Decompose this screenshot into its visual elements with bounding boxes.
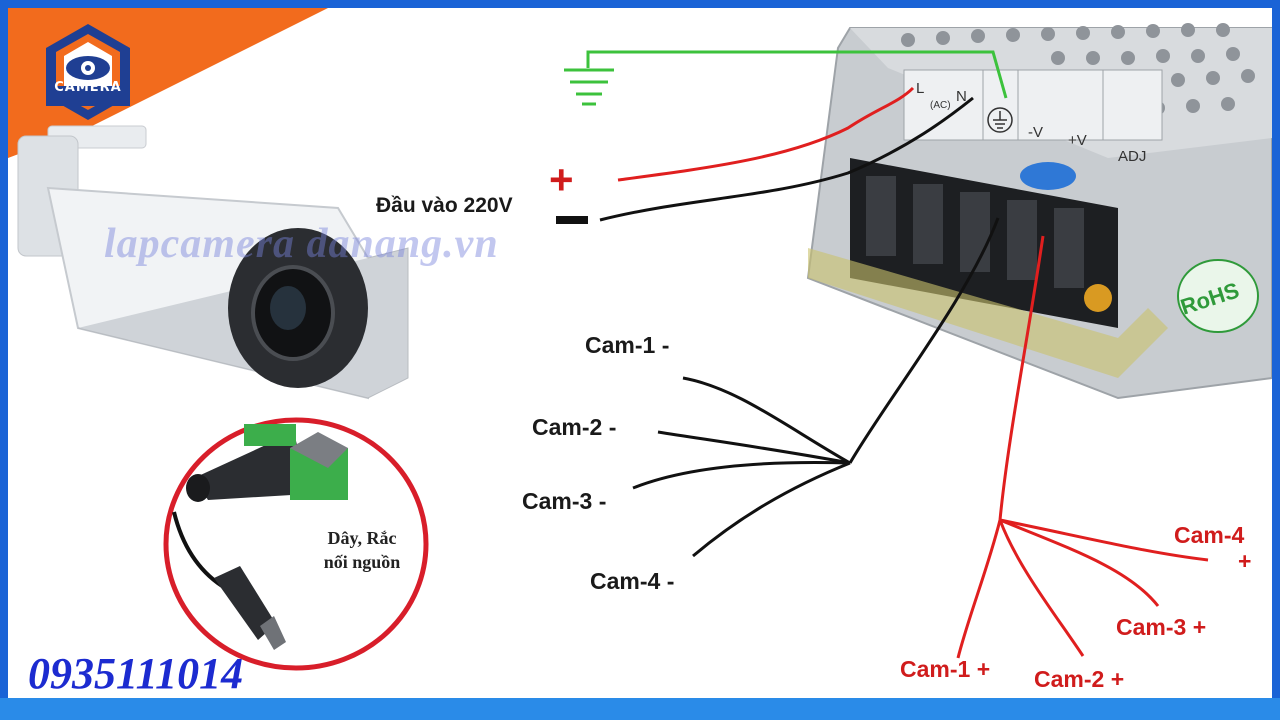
pos-label-cam-2: Cam-2 + xyxy=(1034,666,1125,692)
terminal-pos-v: +V xyxy=(1068,132,1087,149)
bullet-camera-illustration xyxy=(17,125,409,400)
terminal-adj: ADJ xyxy=(1118,148,1147,165)
wiring-diagram xyxy=(8,8,1272,671)
input-voltage-label: Đầu vào 220V xyxy=(376,194,513,217)
terminal-ac: (AC) xyxy=(930,100,951,111)
pos-label-cam-4-plus: + xyxy=(1238,548,1252,574)
input-minus-sign xyxy=(556,216,588,224)
connector-note-line-2: nối nguồn xyxy=(323,552,401,572)
brand-logo: CAMERA xyxy=(38,22,138,122)
power-supply-unit xyxy=(806,23,1272,400)
power-connector-illustration xyxy=(163,417,429,671)
terminal-l: L xyxy=(916,80,925,97)
terminal-n: N xyxy=(956,88,967,105)
terminal-neg-v: -V xyxy=(1028,124,1043,141)
pos-label-cam-3: Cam-3 + xyxy=(1116,614,1207,640)
diagram-canvas: CAMERA lapcamera danang.vn + Đầu vào 220… xyxy=(8,8,1272,698)
logo-text: CAMERA xyxy=(54,80,122,95)
pos-label-cam-4: Cam-4 xyxy=(1174,522,1245,548)
earth-terminal-icon xyxy=(986,106,1014,134)
neg-label-cam-1: Cam-1 - xyxy=(585,332,670,358)
connector-note: Dây, Rắc nối nguồn xyxy=(292,526,432,574)
bottom-bar xyxy=(0,698,1280,720)
neg-label-cam-4: Cam-4 - xyxy=(590,568,675,594)
connector-note-line-1: Dây, Rắc xyxy=(327,528,397,548)
neg-label-cam-3: Cam-3 - xyxy=(522,488,607,514)
watermark: lapcamera danang.vn xyxy=(104,221,499,267)
input-plus-sign: + xyxy=(549,156,574,203)
phone-number: 0935111014 xyxy=(28,649,244,698)
pos-label-cam-1: Cam-1 + xyxy=(900,656,991,682)
ground-icon xyxy=(564,68,614,106)
neg-label-cam-2: Cam-2 - xyxy=(532,414,617,440)
camera-eye-icon xyxy=(46,24,130,120)
